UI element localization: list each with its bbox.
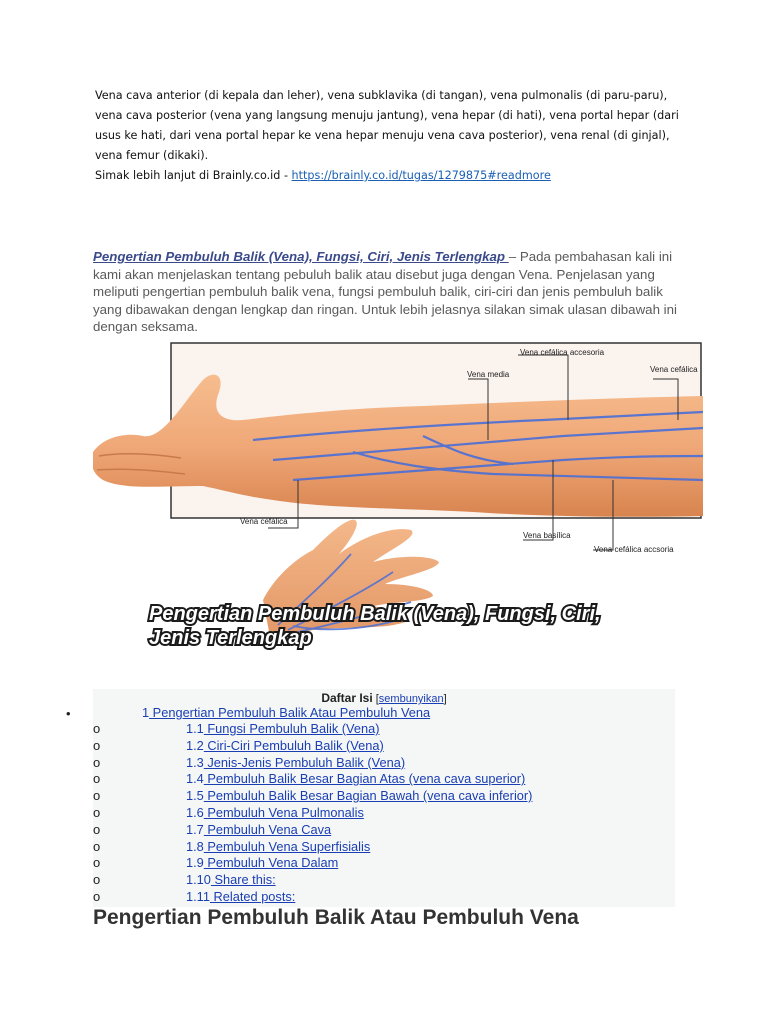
toc-item-link[interactable]: Share this: [210, 872, 276, 888]
toc-item-link[interactable]: Pembuluh Balik Besar Bagian Atas (vena c… [203, 771, 526, 787]
toc-item-num: 1.10 [186, 872, 211, 888]
toc-sub-bullet: o [93, 821, 101, 837]
toc-item-link[interactable]: Pembuluh Vena Superfisialis [203, 838, 371, 854]
toc-item-num: 1.11 [186, 889, 210, 904]
toc-toggle-link[interactable]: sembunyikan [378, 693, 444, 705]
caption-line-2: Jenis Terlengkap [149, 627, 312, 649]
toc-toggle-close: ] [443, 693, 447, 705]
intro-paragraph: Vena cava anterior (di kepala dan leher)… [95, 89, 679, 162]
label-vena-cefalica-accesoria: Vena cefálica accesoria [520, 348, 605, 357]
article-title-link[interactable]: Pengertian Pembuluh Balik (Vena), Fungsi… [93, 249, 509, 264]
source-prefix: Simak lebih lanjut di Brainly.co.id - [95, 169, 292, 182]
label-vena-cefalica-top: Vena cefálica [650, 365, 698, 374]
toc-item-link[interactable]: Pembuluh Vena Dalam [203, 855, 339, 871]
toc-item-link[interactable]: Related posts: [209, 889, 296, 904]
hand-veins [277, 553, 412, 633]
caption-line-1: Pengertian Pembuluh Balik (Vena), Fungsi… [149, 603, 601, 625]
toc-item[interactable]: 1.10 Share this: [186, 872, 276, 887]
toc-main-bullet: • [66, 706, 71, 721]
toc-sub-bullet: o [93, 721, 101, 736]
toc-item[interactable]: 1.8 Pembuluh Vena Superfisialis [186, 839, 370, 854]
toc-item-num: 1.3 [186, 754, 204, 770]
toc-sub-bullet: o [93, 855, 101, 871]
toc-sub-bullet: o [93, 788, 101, 804]
toc-item-link[interactable]: Fungsi Pembuluh Balik (Vena) [203, 721, 380, 736]
toc-item-link[interactable]: Ciri-Ciri Pembuluh Balik (Vena) [203, 737, 384, 753]
vein-illustration: Vena cefálica accesoria Vena media Vena … [91, 340, 704, 678]
toc-item-num: 1.6 [186, 805, 204, 820]
toc-sub-bullet: o [93, 889, 101, 904]
article-intro-text: – Pada pembahasan kali ini kami akan men… [93, 249, 677, 335]
toc-item[interactable]: 1.11 Related posts: [186, 889, 295, 904]
toc-title-text: Daftar Isi [321, 691, 373, 705]
label-vena-cefalica-hand: Vena cefálica [240, 517, 288, 526]
toc-item[interactable]: 1.9 Pembuluh Vena Dalam [186, 855, 338, 870]
toc-sub-bullet: o [93, 754, 101, 770]
toc-item[interactable]: 1.1 Fungsi Pembuluh Balik (Vena) [186, 721, 380, 736]
toc-sub-bullet: o [93, 737, 101, 753]
toc-toggle-open: [ [372, 693, 379, 705]
brainly-link[interactable]: https://brainly.co.id/tugas/1279875#read… [291, 169, 551, 182]
forearm-shape [91, 374, 704, 517]
toc-sub-bullet: o [93, 872, 101, 888]
toc-item-num: 1.7 [186, 821, 204, 837]
toc-item-link[interactable]: Pembuluh Balik Besar Bagian Bawah (vena … [203, 788, 533, 804]
toc-item[interactable]: 1.6 Pembuluh Vena Pulmonalis [186, 805, 364, 820]
toc-item-num: 1.1 [186, 721, 204, 736]
toc-item[interactable]: 1.2 Ciri-Ciri Pembuluh Balik (Vena) [186, 738, 384, 753]
toc-item-num: 1.2 [186, 737, 204, 753]
toc-item-link[interactable]: Pembuluh Vena Pulmonalis [203, 805, 364, 820]
toc-item-num: 1.4 [186, 771, 204, 787]
label-vena-media: Vena media [467, 370, 510, 379]
label-vena-basilica: Vena basílica [523, 531, 571, 540]
source-line: Simak lebih lanjut di Brainly.co.id - ht… [95, 166, 685, 186]
toc-main-link[interactable]: Pengertian Pembuluh Balik Atau Pembuluh … [149, 705, 431, 720]
toc-sub-bullet: o [93, 805, 101, 820]
finger-lines [96, 453, 186, 475]
toc-main-item[interactable]: 1 Pengertian Pembuluh Balik Atau Pembulu… [142, 705, 430, 720]
toc-item-num: 1.5 [186, 788, 204, 804]
toc-item-link[interactable]: Jenis-Jenis Pembuluh Balik (Vena) [203, 754, 406, 770]
toc-item[interactable]: 1.4 Pembuluh Balik Besar Bagian Atas (ve… [186, 771, 525, 786]
toc-sub-bullet: o [93, 838, 101, 854]
toc-item-num: 1.8 [186, 838, 204, 854]
toc-item[interactable]: 1.3 Jenis-Jenis Pembuluh Balik (Vena) [186, 755, 405, 770]
table-of-contents: Daftar Isi [sembunyikan] 1 Pengertian Pe… [93, 689, 675, 907]
section-heading: Pengertian Pembuluh Balik Atau Pembuluh … [93, 906, 579, 929]
toc-item[interactable]: 1.7 Pembuluh Vena Cava [186, 822, 331, 837]
toc-main-num: 1 [142, 705, 150, 720]
toc-item[interactable]: 1.5 Pembuluh Balik Besar Bagian Bawah (v… [186, 788, 532, 803]
toc-title: Daftar Isi [sembunyikan] [93, 691, 675, 705]
article-intro: Pengertian Pembuluh Balik (Vena), Fungsi… [93, 248, 693, 336]
toc-sub-bullet: o [93, 771, 101, 787]
forearm-veins [252, 410, 704, 482]
hand-shape [263, 519, 439, 642]
callout-lines [268, 354, 679, 551]
toc-item-num: 1.9 [186, 855, 204, 871]
toc-item-link[interactable]: Pembuluh Vena Cava [203, 821, 332, 837]
label-vena-cefalica-accsoria: Vena cefálica accsoria [594, 545, 674, 554]
